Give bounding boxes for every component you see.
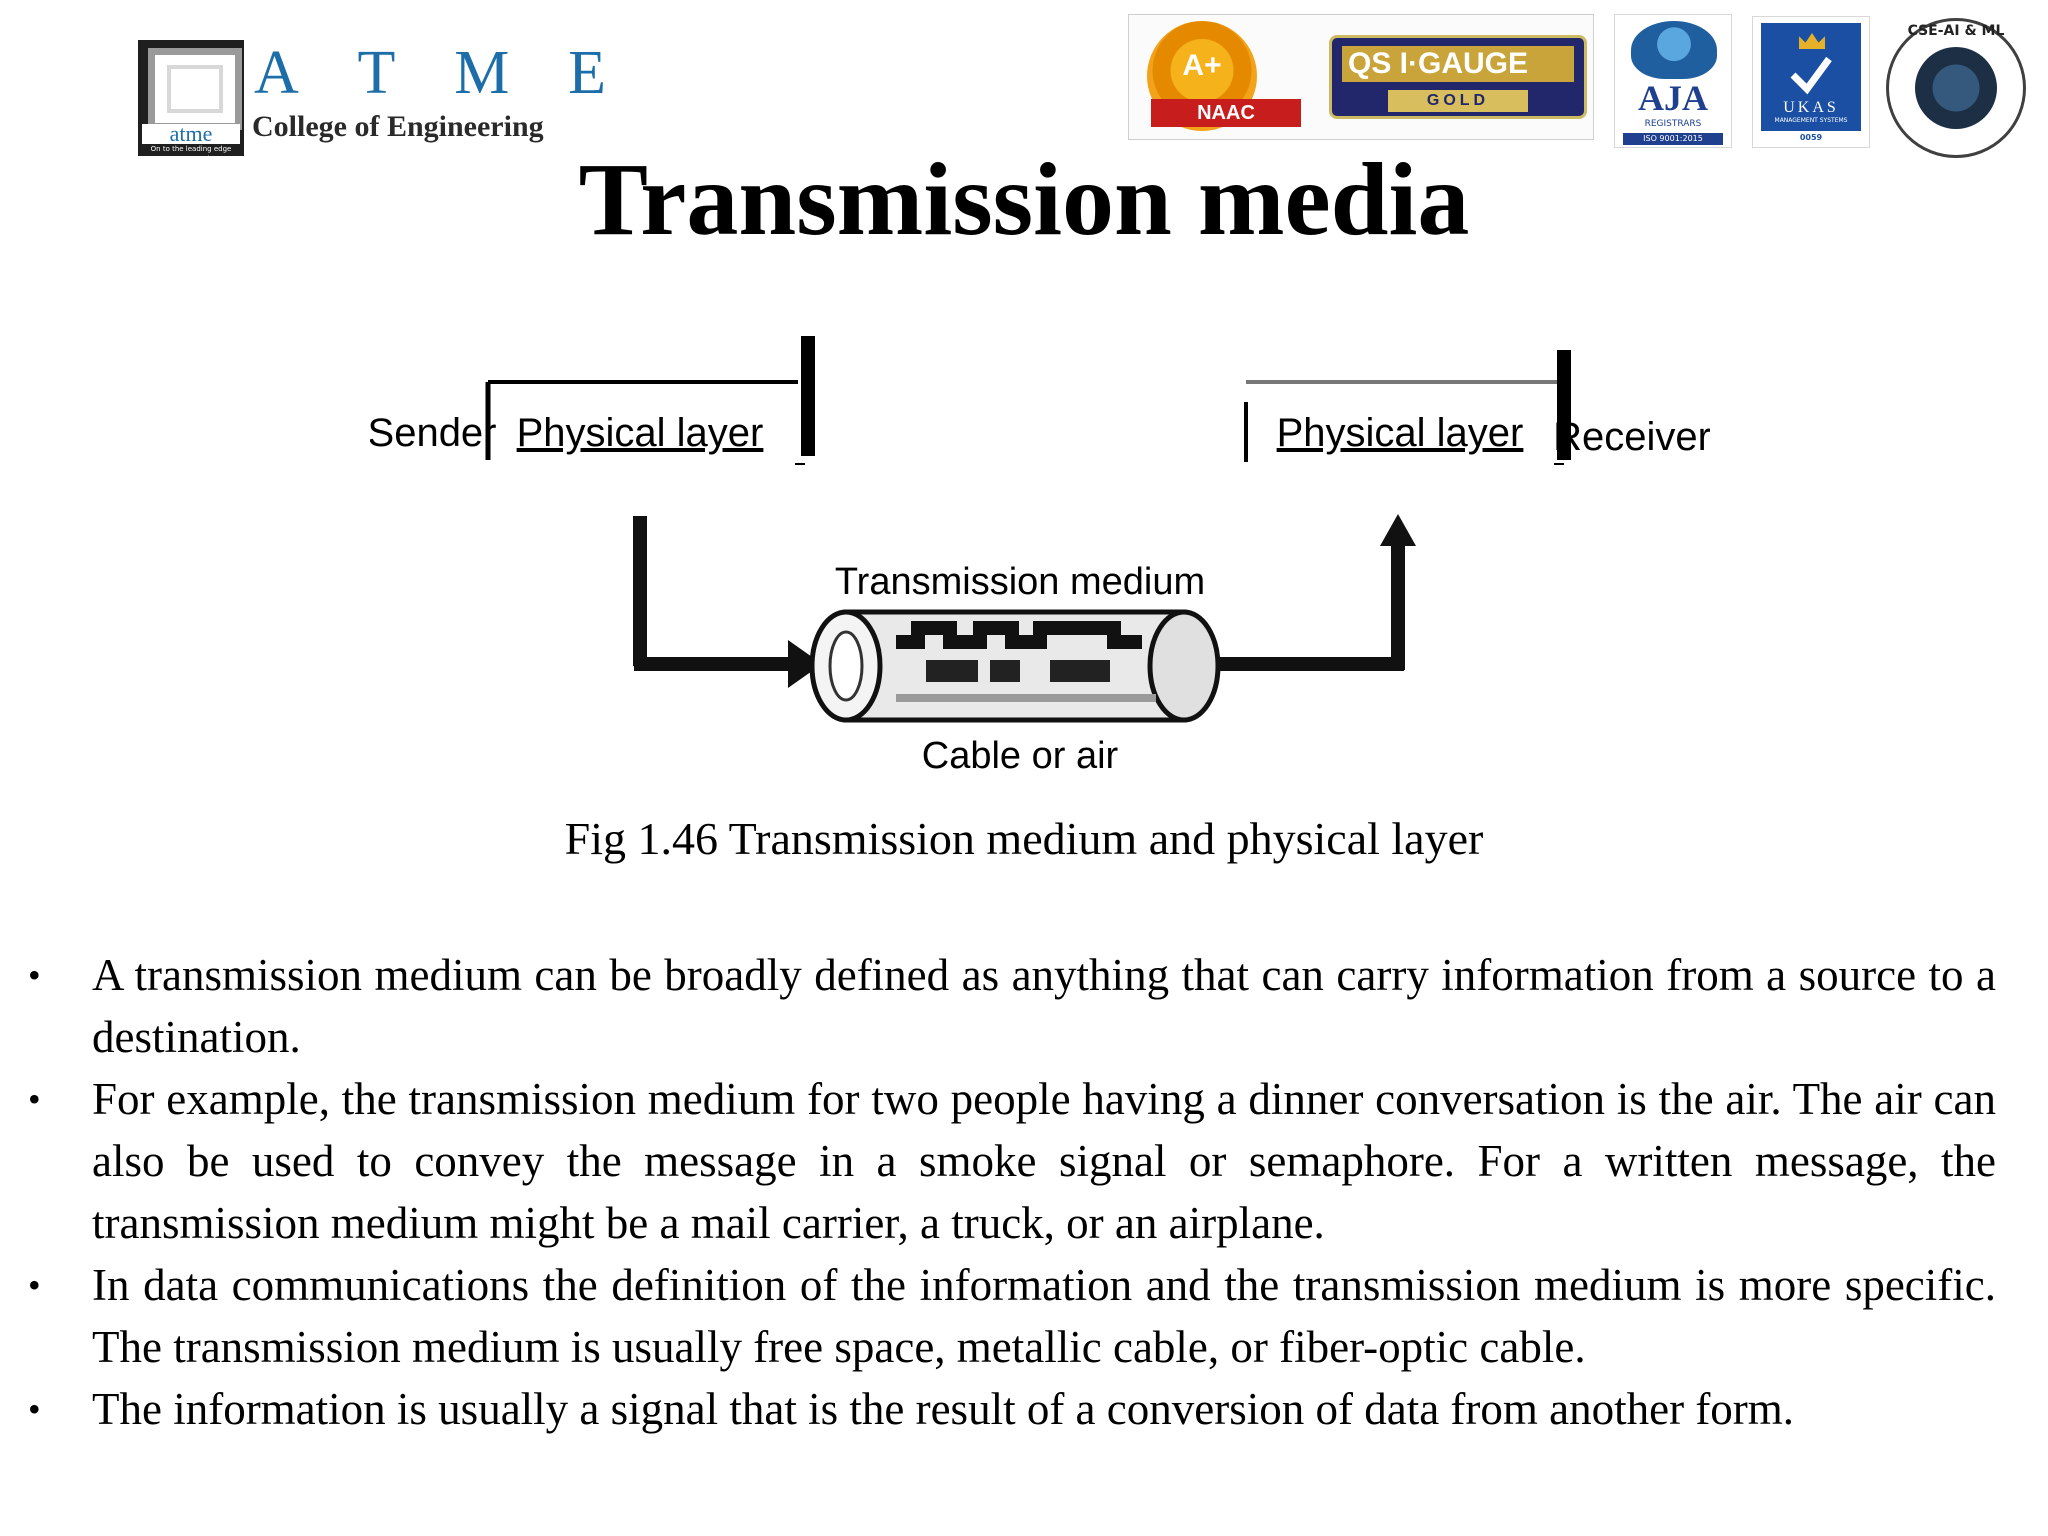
bullet-text: The information is usually a signal that… (92, 1384, 1795, 1434)
college-logo: atme On to the leading edge www.atme.in … (138, 38, 606, 163)
bullet-item: • For example, the transmission medium f… (28, 1068, 1996, 1254)
aja-name: AJA (1638, 78, 1708, 118)
brain-icon (1915, 47, 1997, 129)
atme-emblem: atme On to the leading edge www.atme.in (138, 40, 244, 163)
ukas-number: 0059 (1799, 133, 1823, 142)
crown-icon (1799, 33, 1825, 49)
slide-title: Transmission media (578, 142, 1470, 257)
down-right-arrow-icon (633, 516, 822, 688)
cable-or-air-label: Cable or air (922, 735, 1119, 777)
naac-label: NAAC (1151, 99, 1301, 127)
bullet-dot-icon: • (28, 955, 41, 995)
aja-iso: ISO 9001:2015 (1623, 133, 1723, 145)
bullet-dot-icon: • (28, 1079, 41, 1119)
sender-label: Sender (370, 411, 496, 455)
bullet-text: A transmission medium can be broadly def… (92, 950, 1996, 1062)
bullet-list: • A transmission medium can be broadly de… (28, 944, 1996, 1440)
college-name: College of Engineering (252, 110, 544, 143)
sender-physical-layer-box (485, 336, 815, 465)
transmission-medium-label: Transmission medium (835, 561, 1205, 603)
naac-qs-badge-strip: A+ NAAC QS I·GAUGE GOLD (1128, 14, 1594, 140)
qs-igauge-badge: QS I·GAUGE GOLD (1329, 35, 1587, 119)
checkmark-icon (1790, 56, 1832, 95)
qs-level: GOLD (1388, 90, 1528, 112)
atme-tagline: On to the leading edge (150, 145, 232, 153)
bullet-item: • A transmission medium can be broadly de… (28, 944, 1996, 1068)
receiver-physical-layer-box (1244, 350, 1571, 465)
aja-sub: REGISTRARS (1644, 119, 1702, 129)
globe-icon (1631, 21, 1717, 79)
bullet-text: In data communications the definition of… (92, 1260, 1996, 1372)
bullet-item: • In data communications the definition … (28, 1254, 1996, 1378)
atme-letters: A T M E (254, 38, 606, 108)
ukas-name: UKAS (1783, 99, 1839, 116)
qs-brand: QS I·GAUGE (1342, 46, 1574, 82)
aja-registrars-badge: AJA REGISTRARS ISO 9001:2015 (1614, 14, 1732, 148)
transmission-medium-cylinder (809, 609, 1221, 723)
atme-letter: E (568, 39, 606, 107)
bullet-dot-icon: • (28, 1265, 41, 1305)
figure-caption: Fig 1.46 Transmission medium and physica… (564, 813, 1484, 864)
cse-badge-label: CSE-AI & ML (1907, 23, 2005, 39)
sender-physical-layer-label: Physical layer (517, 411, 764, 455)
bullet-dot-icon: • (28, 1389, 41, 1429)
atme-emblem-word: atme (142, 123, 240, 145)
right-up-arrow-icon (1220, 514, 1416, 671)
transmission-diagram: Sender Physical layer Physical layer Rec… (368, 330, 1711, 790)
ukas-sub: MANAGEMENT SYSTEMS (1774, 117, 1848, 124)
bullet-item: • The information is usually a signal tha… (28, 1378, 1996, 1440)
atme-letter: T (357, 39, 396, 107)
atme-letter: M (454, 39, 510, 107)
atme-letter: A (254, 39, 299, 107)
cse-aiml-badge: CSE-AI & ML (1886, 18, 2026, 158)
diagram-canvas: Sender Physical layer Physical layer Rec… (368, 336, 1711, 777)
atme-website: www.atme.in (168, 155, 214, 163)
naac-grade: A+ (1182, 49, 1222, 82)
ukas-badge: UKAS MANAGEMENT SYSTEMS 0059 (1752, 16, 1870, 148)
receiver-physical-layer-label: Physical layer (1277, 411, 1524, 455)
bullet-text: For example, the transmission medium for… (92, 1074, 1996, 1248)
receiver-label: Receiver (1553, 415, 1710, 459)
